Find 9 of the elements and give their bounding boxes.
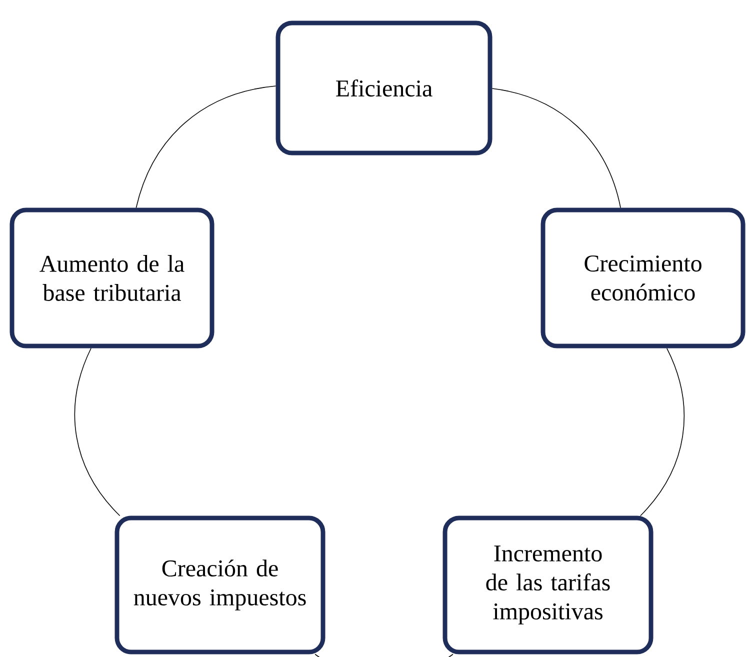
process-box: Incremento de las tarifas impositivas — [442, 516, 654, 654]
process-box: Creación de nuevos impuestos — [114, 516, 326, 654]
connector-arc — [74, 348, 120, 516]
process-box: Crecimiento económico — [540, 208, 746, 348]
connector-arc — [492, 88, 621, 208]
connector-arc — [136, 86, 276, 208]
connector-arc — [640, 348, 684, 516]
process-box: Eficiencia — [276, 20, 492, 156]
process-box: Aumento de la base tributaria — [10, 208, 214, 348]
